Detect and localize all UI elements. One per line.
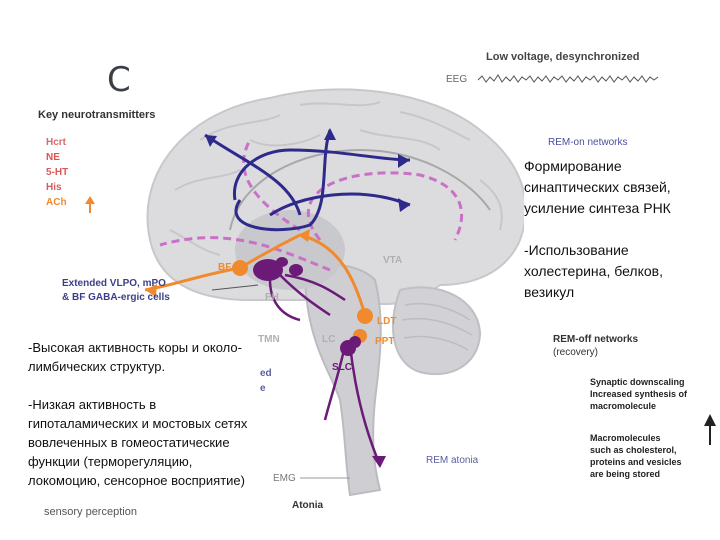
- atonia-label: Atonia: [292, 500, 323, 511]
- nt-his: His: [46, 182, 62, 193]
- label-lc: LC: [322, 334, 335, 345]
- right-caption-line2: -Использование холестерина, белков, вези…: [524, 240, 714, 303]
- eeg-title: Low voltage, desynchronized: [486, 51, 639, 63]
- nt-ach: ACh: [46, 197, 67, 208]
- label-slc: SLC: [332, 362, 352, 373]
- slc-node-2: [349, 336, 361, 348]
- label-ph: PH: [265, 292, 279, 303]
- macro-line2: such as cholesterol,: [590, 444, 682, 456]
- macro-line1: Macromolecules: [590, 432, 682, 444]
- right-caption-line1: Формирование синаптических связей, усиле…: [524, 156, 714, 219]
- left-caption-line2: -Низкая активность в гипоталамических и …: [28, 395, 248, 490]
- rem-on-label: REM-on networks: [548, 137, 627, 148]
- label-e: e: [260, 383, 266, 394]
- syn-line2: Increased synthesis of: [590, 388, 687, 400]
- label-ppt: PPT: [375, 336, 394, 347]
- vlpo-line2: & BF GABA-ergic cells: [62, 291, 170, 305]
- rem-off-line2: (recovery): [553, 346, 638, 359]
- label-bf: BF: [218, 262, 231, 273]
- nt-5ht: 5-HT: [46, 167, 68, 178]
- rem-off-line1: REM-off networks: [553, 333, 638, 346]
- ldt-node: [357, 308, 373, 324]
- synaptic-downscaling-text: Synaptic downscaling Increased synthesis…: [590, 376, 687, 412]
- nt-hcrt: Hcrt: [46, 137, 66, 148]
- key-neurotransmitters-title: Key neurotransmitters: [38, 109, 155, 121]
- vlpo-label: Extended VLPO, mPO & BF GABA-ergic cells: [62, 277, 170, 305]
- rem-atonia-label: REM atonia: [426, 455, 478, 466]
- label-tmn: TMN: [258, 334, 280, 345]
- cerebellum-shape: [393, 287, 480, 374]
- label-vta: VTA: [383, 255, 402, 266]
- vlpo-line1: Extended VLPO, mPO: [62, 277, 170, 291]
- syn-line3: macromolecule: [590, 400, 687, 412]
- bf-node: [232, 260, 248, 276]
- macro-line4: are being stored: [590, 468, 682, 480]
- up-arrow-icon: [704, 414, 716, 445]
- right-caption: Формирование синаптических связей, усиле…: [524, 156, 714, 303]
- macro-line3: proteins and vesicles: [590, 456, 682, 468]
- macromolecules-text: Macromolecules such as cholesterol, prot…: [590, 432, 682, 480]
- syn-line1: Synaptic downscaling: [590, 376, 687, 388]
- eeg-trace: [478, 75, 658, 82]
- nt-ne: NE: [46, 152, 60, 163]
- panel-letter: C: [107, 60, 131, 100]
- left-caption: -Высокая активность коры и около-лимбиче…: [28, 338, 248, 490]
- label-ldt: LDT: [377, 316, 396, 327]
- emg-label: EMG: [273, 473, 296, 484]
- eeg-label: EEG: [446, 74, 467, 85]
- sensory-perception-fragment: sensory perception: [44, 506, 137, 518]
- rem-off-label: REM-off networks (recovery): [553, 333, 638, 359]
- left-caption-line1: -Высокая активность коры и около-лимбиче…: [28, 338, 248, 376]
- ach-up-arrow-icon: [85, 196, 95, 213]
- label-ed: ed: [260, 368, 272, 379]
